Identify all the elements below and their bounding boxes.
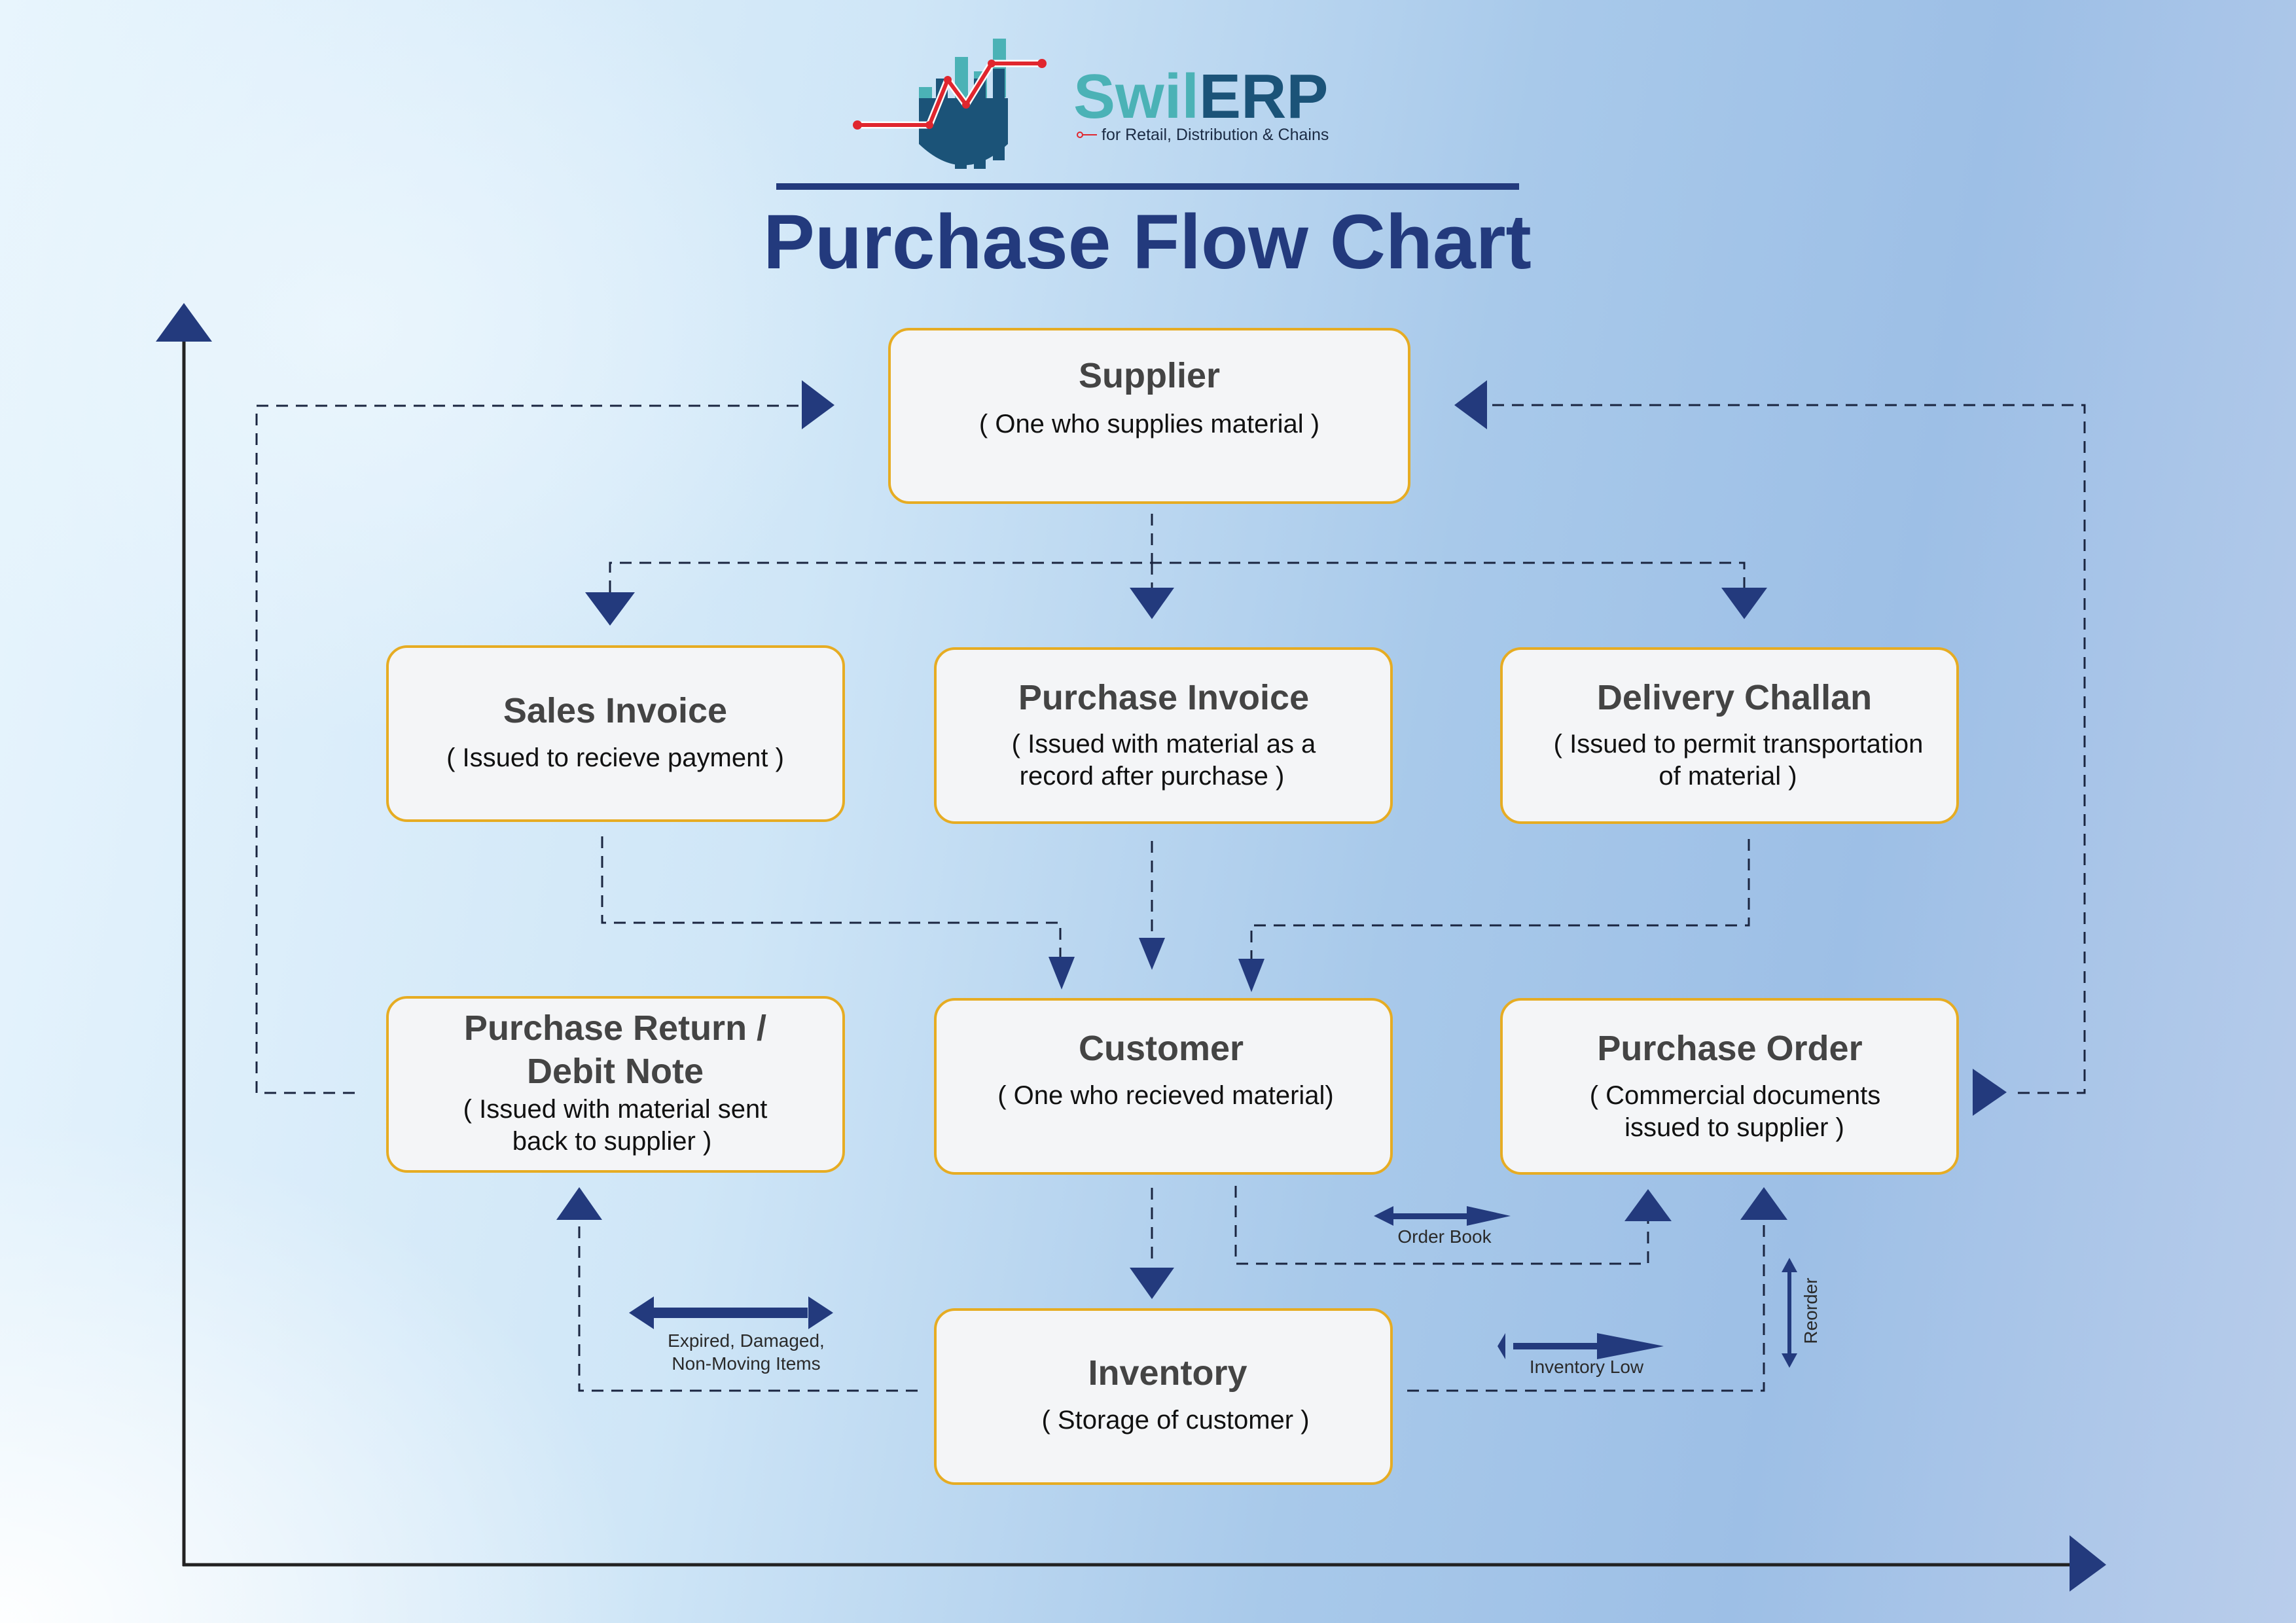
double-arrow-vertical-icon (1782, 1258, 1797, 1368)
node-box (934, 1308, 1393, 1485)
node-box (386, 645, 845, 822)
arrow-down-icon (1238, 959, 1265, 992)
node-description: of material ) (1659, 762, 1797, 791)
node-description: ( One who recieved material) (997, 1081, 1334, 1110)
node-description: ( Commercial documents (1590, 1081, 1881, 1110)
node-box (1500, 998, 1959, 1175)
node-description: ( Issued with material as a (1012, 730, 1316, 758)
brand-logo: SwilERP for Retail, Distribution & Chain… (853, 39, 1329, 169)
double-arrow-icon (1374, 1206, 1511, 1226)
node-title: Purchase Return / (464, 1008, 766, 1048)
node-title: Supplier (1079, 356, 1220, 395)
arrow-right-icon (802, 380, 834, 429)
double-arrow-icon (629, 1296, 833, 1329)
node-title: Purchase Invoice (1018, 678, 1309, 717)
edge-label-order-book: Order Book (1374, 1206, 1511, 1247)
arrow-down-icon (1721, 588, 1767, 619)
node-title: Customer (1079, 1029, 1244, 1068)
tagline-bullet-icon (1077, 132, 1097, 138)
node-description: ( Issued to recieve payment ) (446, 743, 784, 772)
node-description: issued to supplier ) (1624, 1113, 1844, 1142)
arrow-right-icon (1973, 1069, 2007, 1116)
title-rule (776, 183, 1519, 190)
node-delivery-challan[interactable]: Delivery Challan ( Issued to permit tran… (1500, 647, 1959, 824)
connector-challan-to-customer (1250, 839, 1750, 959)
node-supplier[interactable]: Supplier ( One who supplies material ) (888, 328, 1410, 504)
node-title: Inventory (1088, 1353, 1247, 1393)
node-customer[interactable]: Customer ( One who recieved material) (934, 998, 1393, 1175)
node-title: Sales Invoice (503, 691, 727, 730)
arrow-down-icon (1130, 1268, 1174, 1299)
brand-name: SwilERP (1073, 62, 1328, 132)
node-description: ( Issued with material sent (463, 1095, 768, 1124)
connector-customer-to-order (1234, 1186, 1649, 1265)
connectors (255, 380, 2086, 1392)
edge-label-line: Non-Moving Items (672, 1353, 820, 1374)
arrow-down-icon (585, 592, 635, 626)
connector-inventory-to-order (1407, 1220, 1765, 1392)
edge-label-inventory-low: Inventory Low (1498, 1333, 1664, 1377)
edge-label-reorder: Reorder (1782, 1258, 1821, 1368)
arrow-down-icon (1130, 588, 1174, 619)
bar-chart-trend-icon (853, 39, 1047, 169)
edge-label-text: Order Book (1397, 1226, 1492, 1247)
node-box (888, 328, 1410, 504)
node-title: Purchase Order (1597, 1029, 1862, 1068)
node-purchase-invoice[interactable]: Purchase Invoice ( Issued with material … (934, 647, 1393, 824)
arrow-down-icon (1049, 957, 1075, 990)
brand-tagline: for Retail, Distribution & Chains (1102, 126, 1329, 144)
node-description: ( One who supplies material ) (979, 410, 1319, 438)
node-purchase-order[interactable]: Purchase Order ( Commercial documents is… (1500, 998, 1959, 1175)
edge-label-expired: Expired, Damaged, Non-Moving Items (629, 1296, 833, 1374)
node-box (386, 996, 845, 1173)
double-arrow-icon (1498, 1333, 1664, 1359)
connector-inventory-to-return (578, 1220, 918, 1392)
node-inventory[interactable]: Inventory ( Storage of customer ) (934, 1308, 1393, 1485)
connector-supplier-branch (609, 562, 1746, 592)
edge-label-text: Reorder (1801, 1277, 1821, 1344)
arrow-up-icon (556, 1187, 602, 1220)
node-box (934, 998, 1393, 1175)
node-purchase-return[interactable]: Purchase Return / Debit Note ( Issued wi… (386, 996, 845, 1173)
node-description: back to supplier ) (512, 1127, 712, 1156)
axes (156, 303, 2106, 1592)
node-description: record after purchase ) (1020, 762, 1285, 791)
arrow-up-icon (1740, 1187, 1787, 1220)
arrow-up-icon (1624, 1189, 1672, 1221)
connector-return-to-supplier (255, 404, 802, 1094)
node-box (1500, 647, 1959, 824)
arrow-down-icon (1139, 938, 1165, 970)
connector-order-to-supplier (1490, 404, 2086, 1094)
page-title: Purchase Flow Chart (763, 199, 1532, 285)
connector-sales-invoice-to-customer (601, 836, 1062, 957)
node-box (934, 647, 1393, 824)
node-description: ( Storage of customer ) (1041, 1406, 1309, 1435)
node-sales-invoice[interactable]: Sales Invoice ( Issued to recieve paymen… (386, 645, 845, 822)
arrow-left-icon (1454, 380, 1487, 429)
y-axis-arrow-icon (156, 303, 212, 342)
node-title: Debit Note (527, 1052, 704, 1091)
node-description: ( Issued to permit transportation (1554, 730, 1924, 758)
edge-label-line: Expired, Damaged, (668, 1330, 825, 1351)
edge-label-text: Inventory Low (1530, 1357, 1644, 1377)
node-title: Delivery Challan (1597, 678, 1872, 717)
x-axis-arrow-icon (2070, 1535, 2106, 1592)
